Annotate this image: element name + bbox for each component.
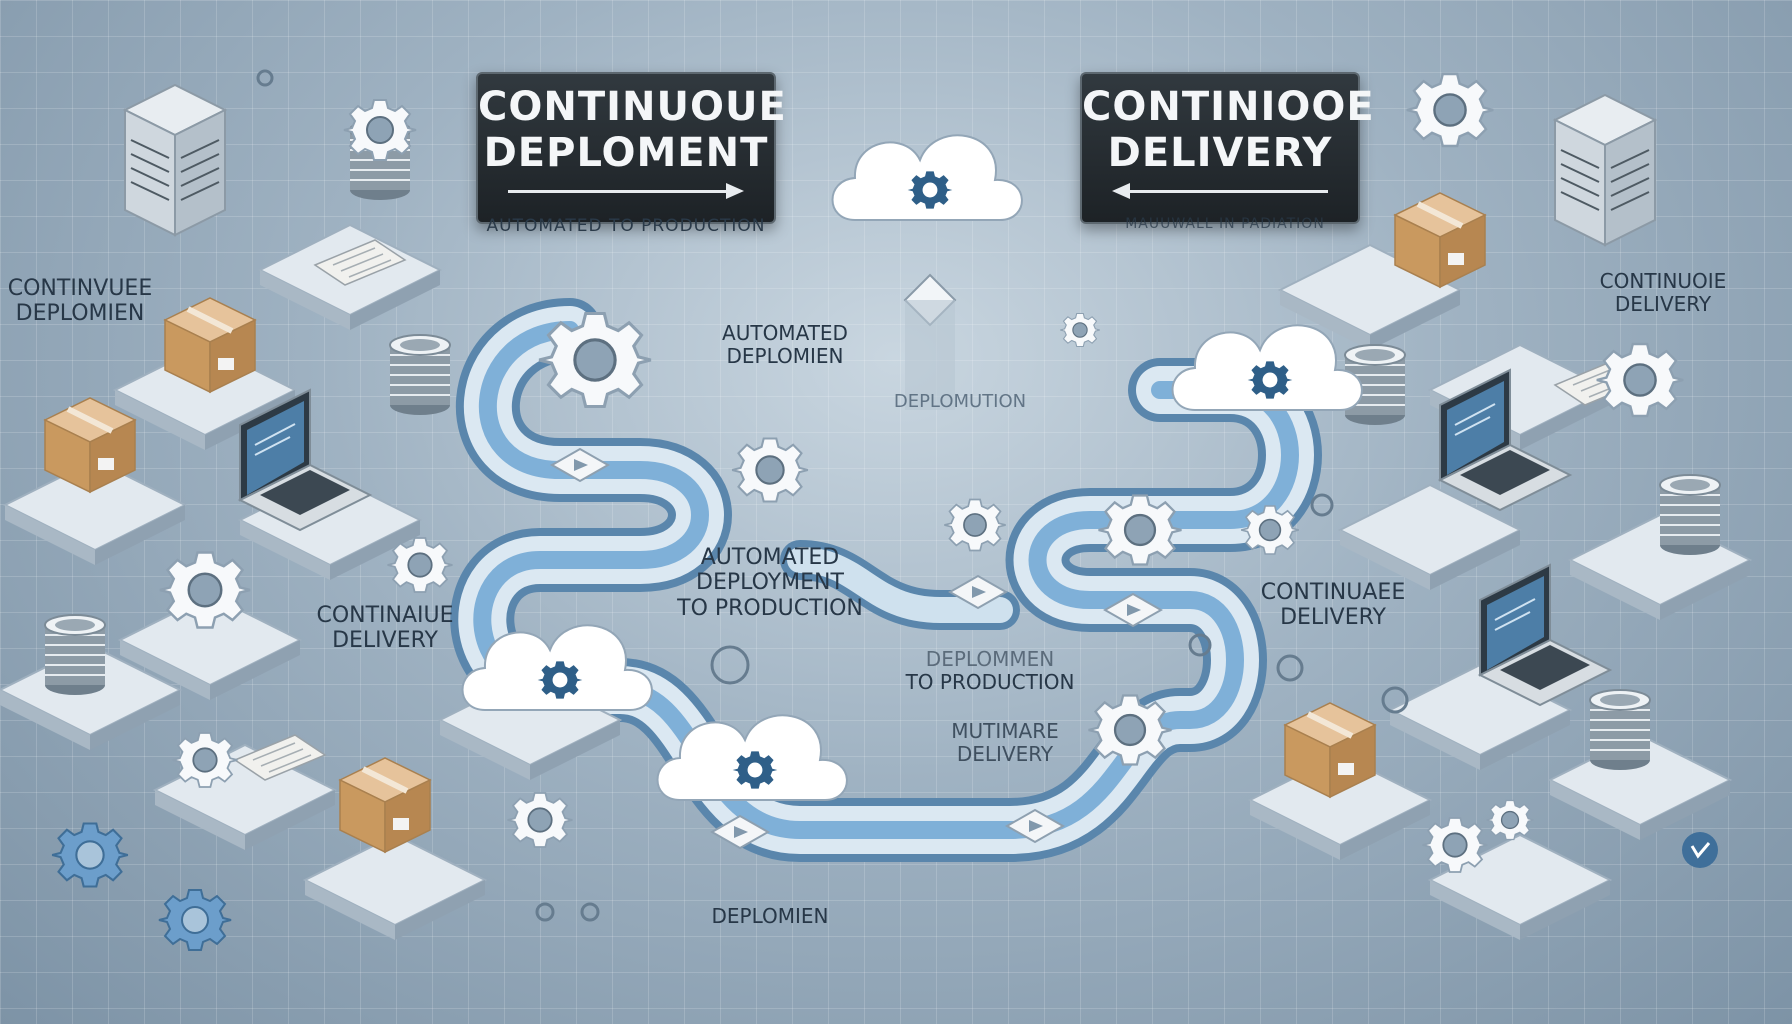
database-icon xyxy=(1589,689,1651,771)
database-icon xyxy=(389,334,451,416)
package-icon xyxy=(340,758,430,852)
cloud-gear-icon xyxy=(831,134,1023,221)
server-rack-icon xyxy=(1554,94,1656,246)
laptop-icon xyxy=(1479,564,1611,706)
label-bottom: DEPLOMIEN xyxy=(711,904,829,928)
arrow-left-icon xyxy=(1112,182,1328,200)
cloud-gear-icon xyxy=(1171,324,1363,411)
label-center-faint: DEPLOMUTION xyxy=(893,391,1027,412)
database-icon xyxy=(44,614,106,696)
label-multimare-delivery: MUTIMARE DELIVERY xyxy=(951,719,1059,766)
banner-title-line1: CONTINUOUE xyxy=(478,84,787,130)
corner-badge xyxy=(1682,832,1718,868)
decorative-dots xyxy=(256,69,1409,922)
label-left-top: CONTINVUEE DEPLOMIEN xyxy=(7,276,153,327)
label-automated-top: AUTOMATED DEPLOMIEN xyxy=(722,321,848,368)
label-right-mid: CONTINUAEE DELIVERY xyxy=(1260,580,1406,631)
banner-continuous-delivery: CONTINIOOE DELIVERY xyxy=(1080,72,1375,224)
banner-title-line2: DEPLOMENT xyxy=(483,130,769,176)
banner-continuous-deployment: CONTINUOUE DEPLOMENT xyxy=(476,72,787,224)
label-automated-mid: AUTOMATED DEPLOYMENT TO PRODUCTION xyxy=(677,545,863,621)
label-left-mid: CONTINAIUE DELIVERY xyxy=(316,603,454,654)
label-to-production: DEPLOMMEN TO PRODUCTION xyxy=(905,647,1075,694)
banner-title-line1: CONTINIOOE xyxy=(1082,84,1375,130)
label-right-top: CONTINUOIE DELIVERY xyxy=(1599,269,1727,316)
banner-title-line2: DELIVERY xyxy=(1107,130,1333,176)
upload-arrow-icon xyxy=(903,273,957,410)
server-rack-icon xyxy=(124,84,226,236)
banner-caption-delivery: MAUUWALL IN PADIATION xyxy=(1125,216,1325,232)
pipeline-track xyxy=(450,298,1322,862)
database-icon xyxy=(1659,474,1721,556)
banner-caption-deployment: AUTOMATED TO PRODUCTION xyxy=(486,216,766,236)
arrow-right-icon xyxy=(508,182,744,200)
